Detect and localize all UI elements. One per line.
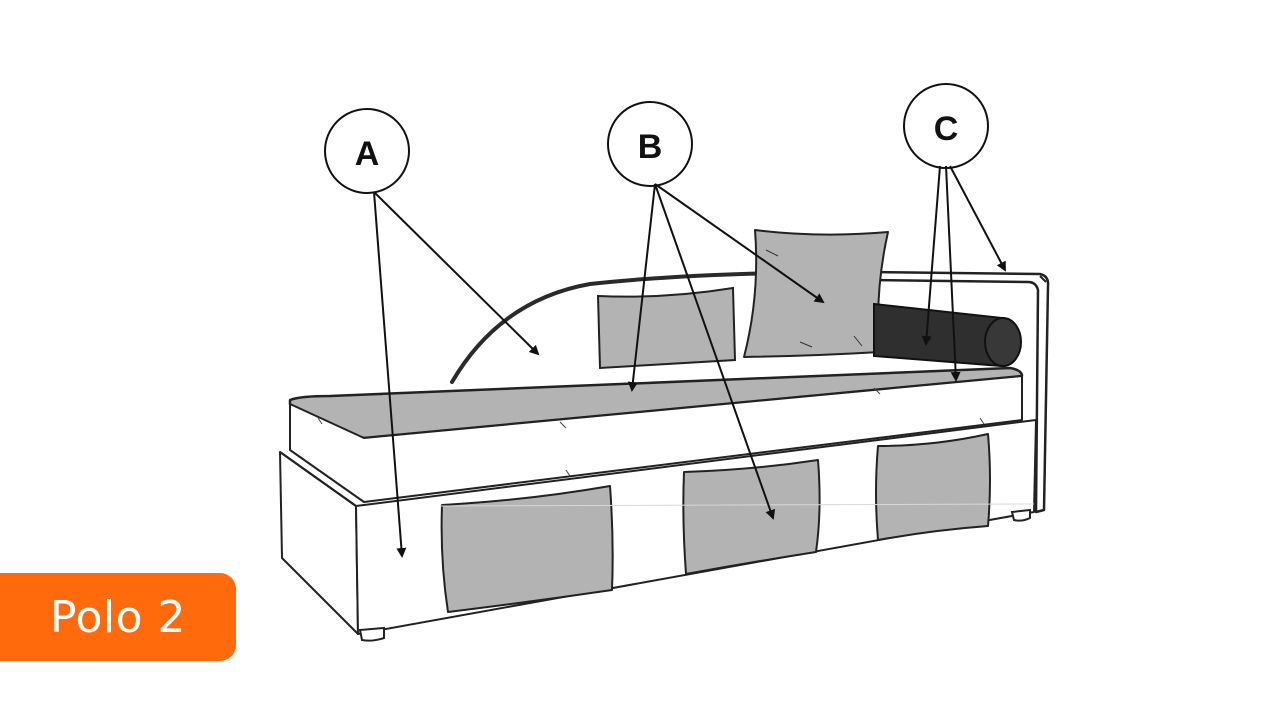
callout-a: A [324, 108, 410, 194]
front-cushion-1 [440, 485, 614, 613]
front-cushion-3 [875, 433, 991, 541]
bolster-pillow [873, 302, 1003, 368]
front-cushion-2 [682, 459, 821, 575]
model-badge: Polo 2 [0, 573, 236, 661]
arrow-a-to-base [373, 191, 407, 558]
arrow-b-to-front-cushion [654, 183, 776, 520]
throw-pillow [743, 229, 889, 358]
arrow-b-to-mattress [627, 183, 656, 392]
model-badge-label: Polo 2 [49, 591, 186, 643]
mattress-side [289, 375, 1023, 503]
callout-a-label: A [355, 135, 380, 173]
back-cushion [596, 286, 737, 370]
foot-right [1010, 508, 1031, 522]
callout-c-label: C [934, 110, 959, 148]
arrow-c-to-armrest [949, 165, 1006, 272]
callout-b: B [607, 101, 693, 187]
arrow-b-to-pillow [654, 183, 825, 304]
foot-left [358, 626, 385, 642]
callout-b-label: B [638, 128, 663, 166]
callout-c: C [903, 83, 989, 169]
arrow-c-to-mattress-edge [945, 165, 961, 382]
arrow-a-to-backrest [373, 191, 540, 356]
right-armrest [868, 270, 1050, 514]
arrow-c-to-bolster [921, 165, 941, 346]
